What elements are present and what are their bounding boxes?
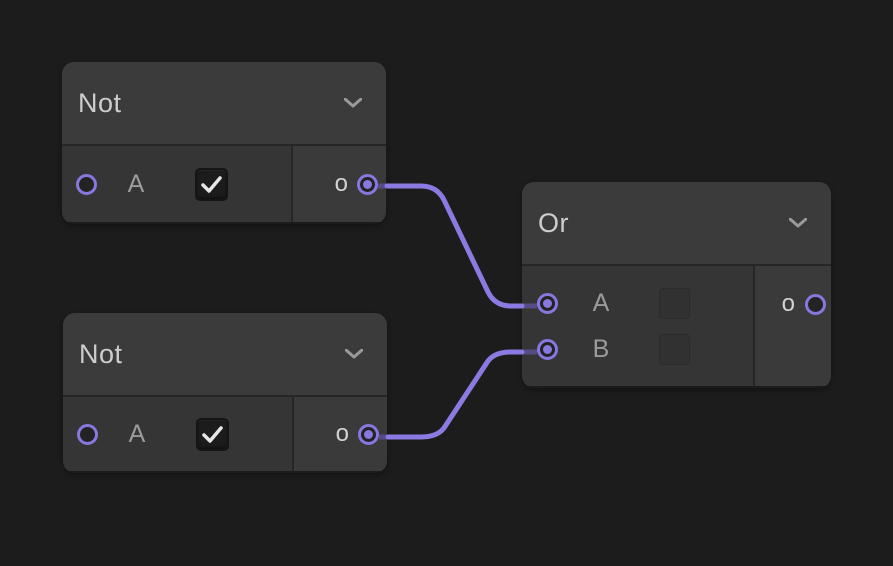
output-port-label: o [781, 290, 795, 317]
node-header[interactable]: Not [62, 62, 386, 146]
node-not-bottom: Not A o [63, 313, 387, 473]
input-port-label: A [128, 419, 146, 448]
input-port-label: A [592, 288, 610, 317]
node-or: Or A B o [522, 182, 831, 388]
output-port-row: o [293, 161, 386, 207]
connection-wire-not2-to-or-b[interactable] [385, 349, 525, 440]
output-port-row: o [294, 411, 387, 457]
node-title: Not [79, 338, 123, 369]
chevron-down-icon[interactable] [345, 349, 363, 359]
chevron-down-icon[interactable] [344, 98, 362, 108]
node-header[interactable]: Not [63, 313, 387, 397]
output-socket-o[interactable] [805, 293, 826, 315]
input-port-row: B [522, 326, 753, 372]
output-port-label: o [335, 420, 349, 447]
input-socket-a[interactable] [76, 173, 97, 195]
input-socket-b[interactable] [537, 338, 558, 360]
node-header[interactable]: Or [522, 182, 831, 266]
checkbox-disabled [659, 287, 690, 319]
input-port-row: A [62, 161, 291, 207]
output-socket-o[interactable] [358, 423, 379, 445]
input-socket-a[interactable] [537, 292, 558, 314]
checkbox-checked[interactable] [195, 167, 228, 201]
output-port-label: o [334, 170, 348, 197]
checkbox-disabled [659, 333, 690, 365]
output-port-row: o [755, 281, 831, 327]
output-socket-o[interactable] [357, 173, 378, 195]
input-port-label: A [127, 169, 145, 198]
node-not-top: Not A o [62, 62, 386, 224]
node-title: Not [78, 87, 122, 118]
input-port-row: A [63, 411, 292, 457]
node-title: Or [538, 207, 569, 238]
input-socket-a[interactable] [77, 423, 98, 445]
checkbox-checked[interactable] [196, 417, 229, 451]
input-port-row: A [522, 280, 753, 326]
chevron-down-icon[interactable] [789, 218, 807, 228]
connection-wire-not1-to-or-a[interactable] [384, 183, 525, 309]
input-port-label: B [592, 334, 610, 363]
